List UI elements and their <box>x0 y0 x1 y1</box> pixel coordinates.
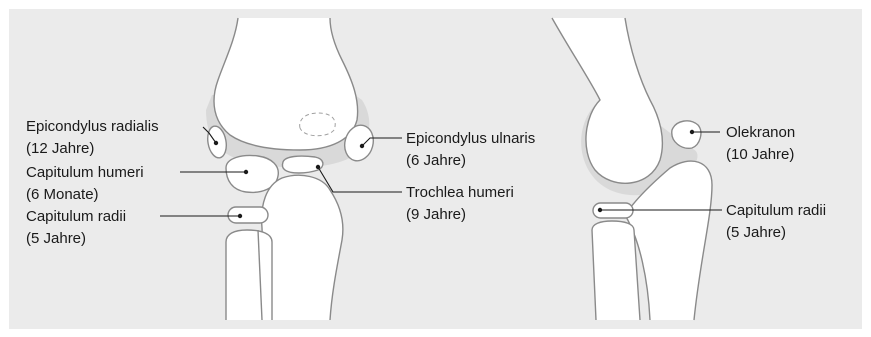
age-capitulum-radii-side: (5 Jahre) <box>726 224 786 241</box>
age-capitulum-radii-front: (5 Jahre) <box>26 230 86 247</box>
side-view <box>552 18 712 320</box>
label-epicondylus-radialis: Epicondylus radialis <box>26 118 159 135</box>
front-view <box>205 18 377 320</box>
age-capitulum-humeri: (6 Monate) <box>26 186 99 203</box>
front-ulna <box>262 175 343 320</box>
side-humerus <box>552 18 662 183</box>
leader-dot <box>316 165 320 169</box>
leader-dot <box>238 214 242 218</box>
capitulum-radii-nucleus <box>228 207 268 223</box>
leader-dot <box>214 141 218 145</box>
age-trochlea-humeri: (9 Jahre) <box>406 206 466 223</box>
age-epicondylus-ulnaris: (6 Jahre) <box>406 152 466 169</box>
side-radius <box>592 221 640 320</box>
trochlea-humeri-nucleus <box>282 156 323 173</box>
front-radius <box>226 230 272 320</box>
label-capitulum-humeri: Capitulum humeri <box>26 164 144 181</box>
leader-dot <box>244 170 248 174</box>
front-humerus <box>214 18 358 150</box>
label-trochlea-humeri: Trochlea humeri <box>406 184 514 201</box>
leader-dot <box>598 208 602 212</box>
label-capitulum-radii-front: Capitulum radii <box>26 208 126 225</box>
leader-trochlea-humeri <box>318 167 402 192</box>
label-olekranon: Olekranon <box>726 124 795 141</box>
age-epicondylus-radialis: (12 Jahre) <box>26 140 94 157</box>
age-olekranon: (10 Jahre) <box>726 146 794 163</box>
leader-dot <box>360 144 364 148</box>
leader-dot <box>690 130 694 134</box>
label-epicondylus-ulnaris: Epicondylus ulnaris <box>406 130 535 147</box>
label-capitulum-radii-side: Capitulum radii <box>726 202 826 219</box>
